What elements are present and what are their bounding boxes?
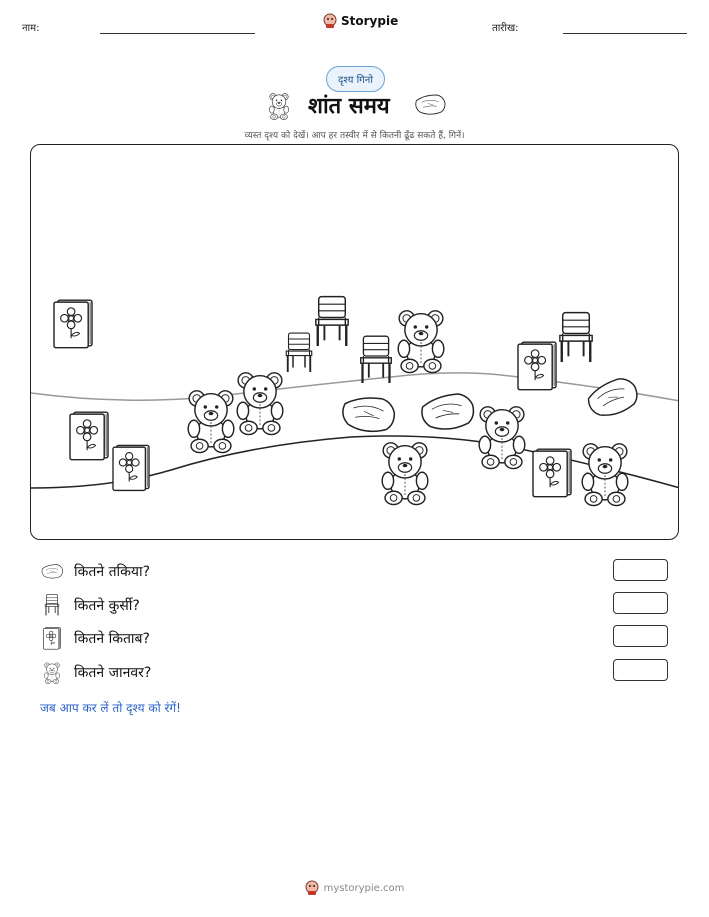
date-label: तारीख: bbox=[492, 23, 519, 34]
teddy-bear-5 bbox=[381, 442, 429, 506]
book-5 bbox=[532, 448, 572, 498]
question-label: कितने किताब? bbox=[74, 630, 150, 647]
color-instruction: जब आप कर लें तो दृश्य को रंगें! bbox=[40, 701, 181, 715]
chair-4 bbox=[558, 311, 594, 364]
answer-box-chairs[interactable] bbox=[613, 592, 668, 614]
storypie-mascot-icon bbox=[305, 880, 319, 895]
instructions: व्यस्त दृश्य को देखें। आप हर तस्वीर में … bbox=[244, 131, 465, 141]
page-title: शांत समय bbox=[308, 94, 390, 119]
brand-name: Storypie bbox=[341, 14, 399, 28]
teddy-bear-icon bbox=[269, 93, 289, 120]
answer-box-books[interactable] bbox=[613, 625, 668, 647]
pillow-2 bbox=[419, 392, 476, 432]
book-1 bbox=[53, 299, 93, 349]
question-label: कितने कुर्सी? bbox=[74, 597, 140, 614]
question-chairs: कितने कुर्सी? bbox=[40, 593, 140, 617]
name-line[interactable] bbox=[100, 33, 255, 34]
teddy-bear-3 bbox=[236, 372, 284, 436]
scene-illustration bbox=[31, 295, 678, 507]
question-pillows: कितने तकिया? bbox=[40, 559, 150, 583]
question-label: कितने जानवर? bbox=[74, 664, 152, 681]
footer: mystorypie.com bbox=[0, 880, 709, 896]
book-3 bbox=[112, 444, 150, 492]
chair-1 bbox=[314, 295, 350, 348]
book-4 bbox=[517, 341, 557, 391]
question-label: कितने तकिया? bbox=[74, 563, 151, 580]
book-icon bbox=[43, 627, 61, 650]
pillow-icon bbox=[41, 564, 63, 579]
brand-logo: Storypie bbox=[323, 13, 398, 29]
pillow-1 bbox=[339, 392, 398, 436]
question-books: कितने किताब? bbox=[40, 626, 150, 650]
chair-icon bbox=[44, 594, 60, 616]
teddy-bear-4 bbox=[478, 406, 526, 470]
storypie-mascot-icon bbox=[323, 13, 337, 28]
answer-box-animals[interactable] bbox=[613, 659, 668, 681]
counting-scene bbox=[30, 144, 679, 540]
chair-3 bbox=[359, 335, 393, 385]
worksheet-tag: दृश्य गिनो bbox=[326, 66, 385, 92]
book-2 bbox=[69, 411, 109, 461]
teddy-bear-6 bbox=[581, 443, 629, 507]
name-label: नाम: bbox=[22, 23, 40, 34]
teddy-bear-icon bbox=[44, 662, 60, 684]
pillow-3 bbox=[583, 374, 642, 422]
chair-2 bbox=[285, 332, 313, 373]
teddy-bear-2 bbox=[187, 390, 235, 454]
pillow-icon bbox=[415, 94, 446, 115]
question-animals: कितने जानवर? bbox=[40, 660, 151, 684]
date-line[interactable] bbox=[563, 33, 687, 34]
footer-site[interactable]: mystorypie.com bbox=[323, 882, 405, 894]
teddy-bear-1 bbox=[397, 310, 445, 374]
answer-box-pillows[interactable] bbox=[613, 559, 668, 581]
